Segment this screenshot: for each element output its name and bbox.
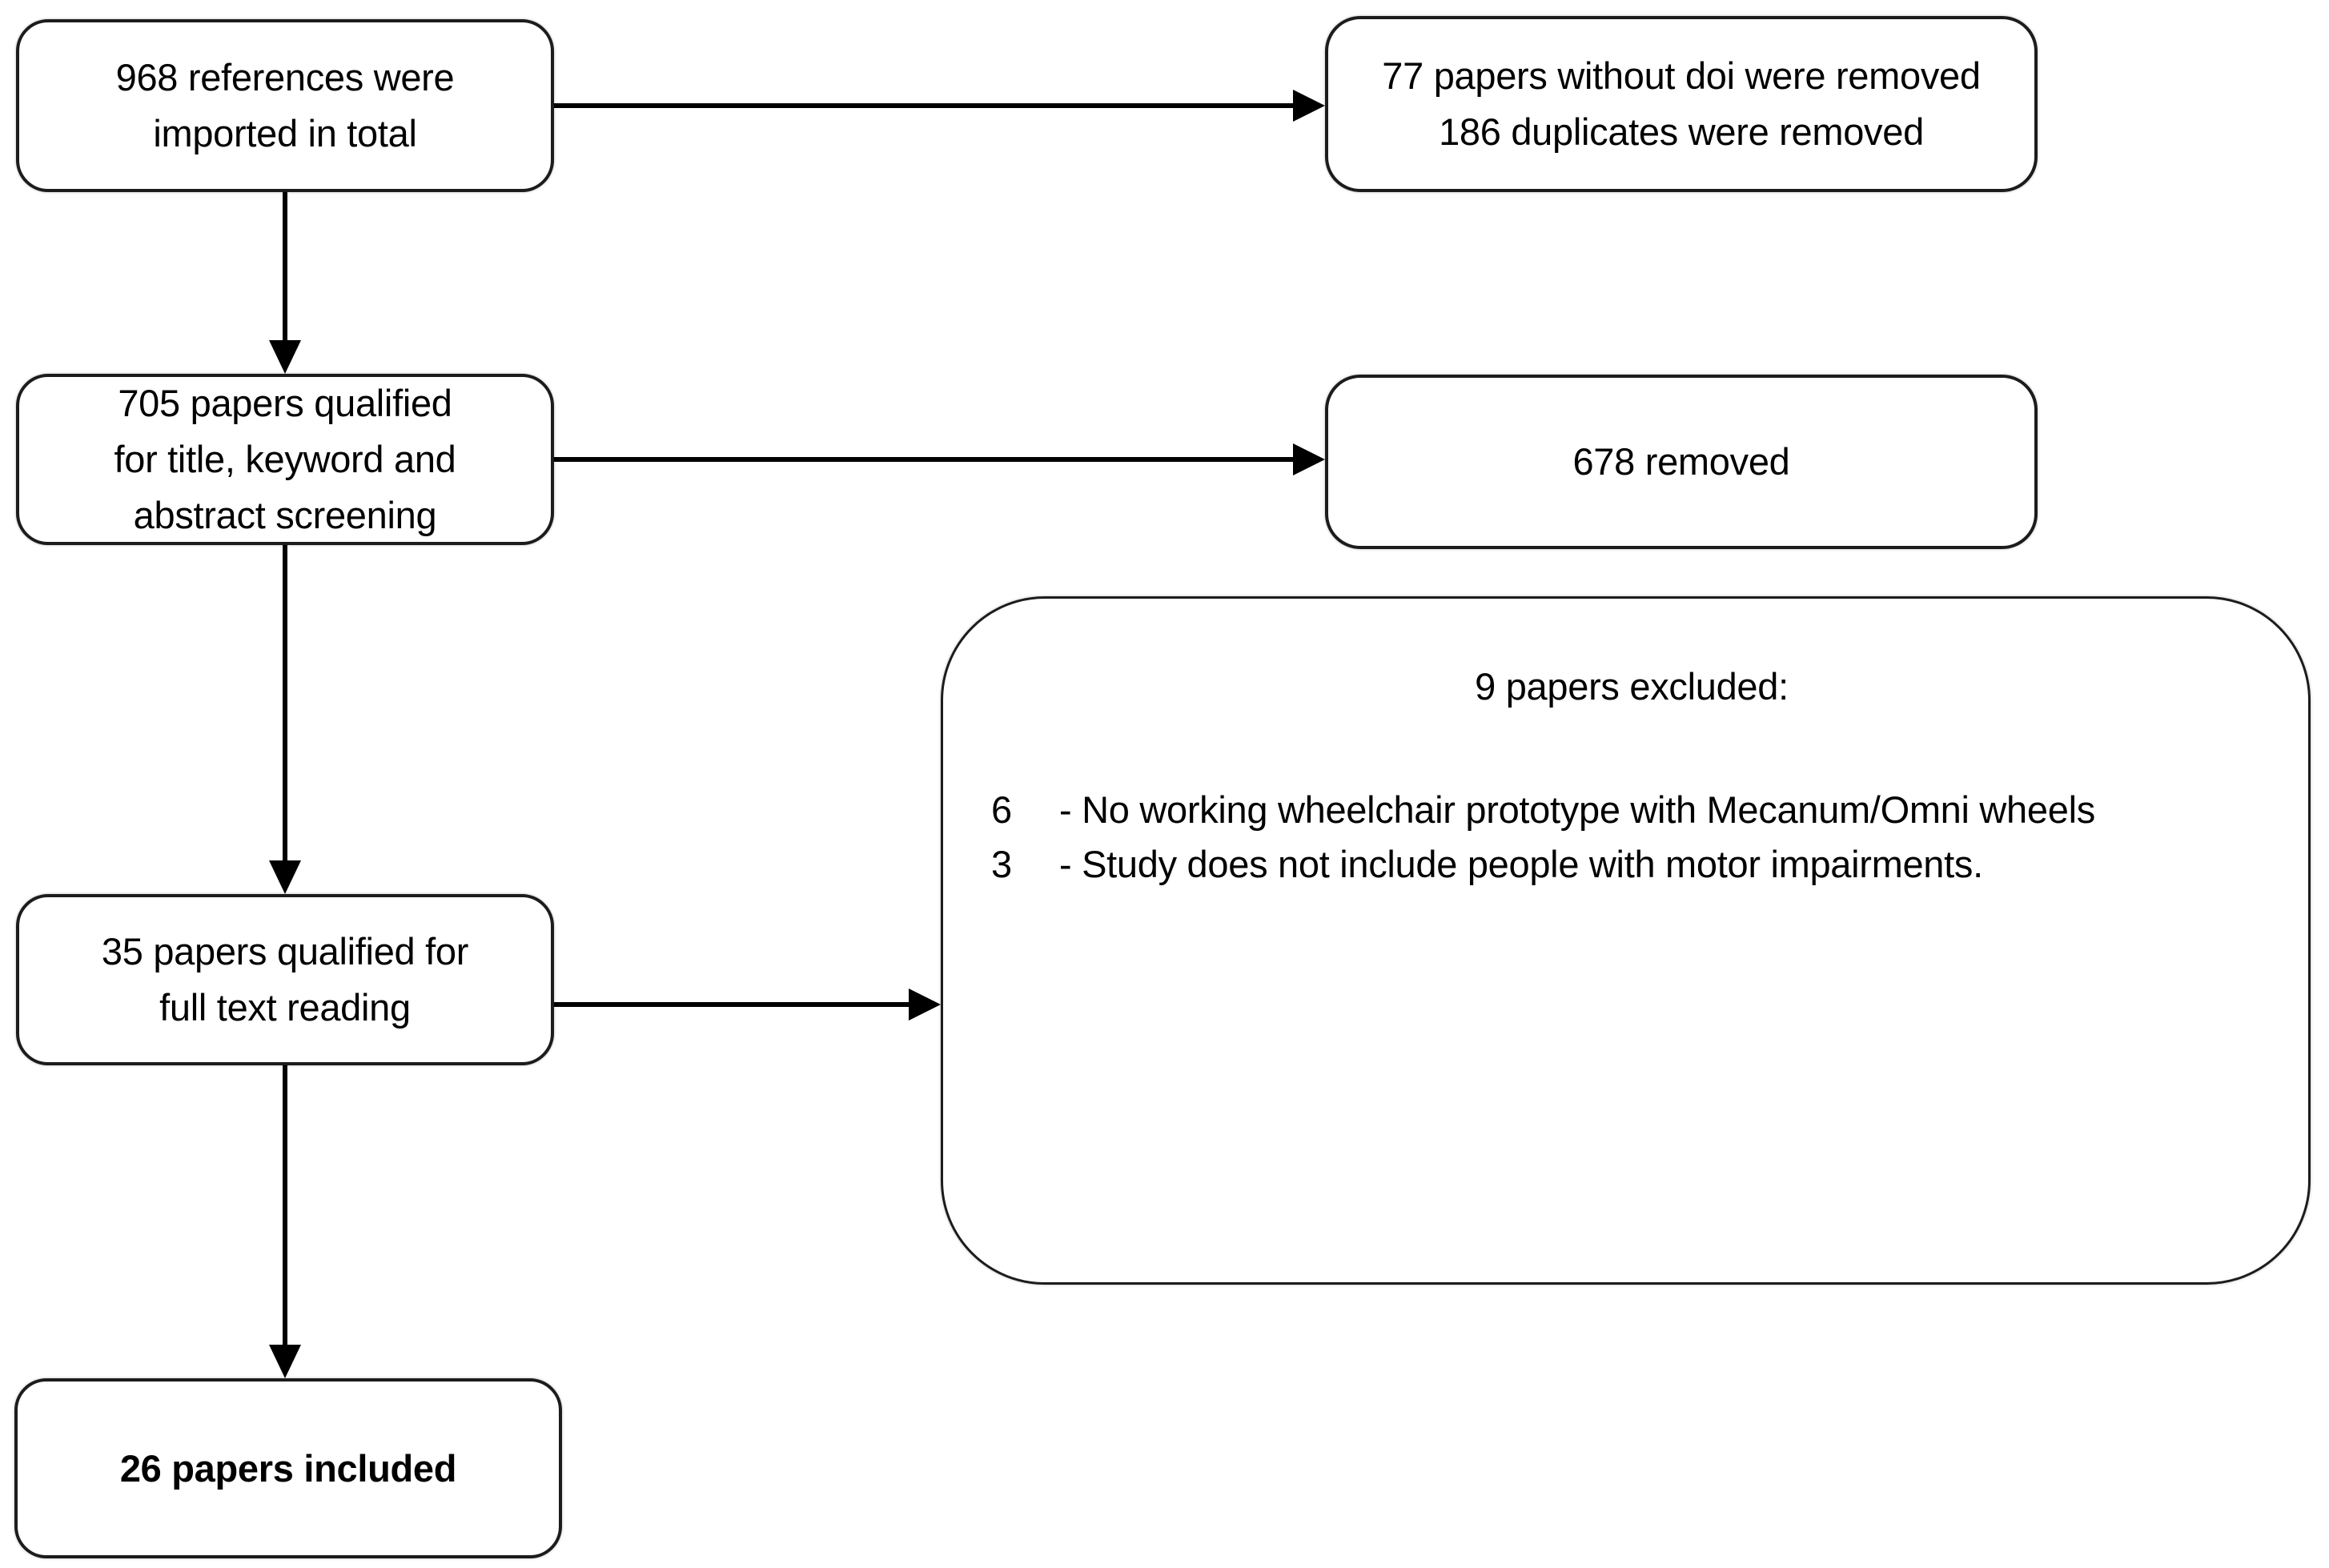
box-papers-excluded: 9 papers excluded: 6 - No working wheelc… [941,596,2311,1285]
papers-excluded-item: 6 - No working wheelchair prototype with… [991,783,2272,837]
arrowhead-right-icon [1293,443,1325,475]
arrow-line [283,192,287,342]
box-full-text-reading-line2: full text reading [159,986,411,1029]
box-title-keyword-abstract-screening: 705 papers qualified for title, keyword … [16,374,554,545]
papers-excluded-list: 6 - No working wheelchair prototype with… [991,783,2272,892]
arrow-line [283,1065,287,1345]
box-screening-removed: 678 removed [1325,375,2038,549]
box-papers-included-line1: 26 papers included [119,1446,457,1490]
arrowhead-down-icon [269,1345,301,1378]
papers-excluded-title: 9 papers excluded: [1475,665,1789,708]
box-screening-removed-line1: 678 removed [1572,440,1790,483]
box-screening-line1: 705 papers qualified [118,382,452,424]
papers-excluded-item-reason: - Study does not include people with mot… [1059,843,1983,885]
arrowhead-right-icon [909,989,941,1021]
box-screening-line3: abstract screening [133,494,437,536]
box-doi-duplicates-removed: 77 papers without doi were removed 186 d… [1325,16,2038,192]
arrowhead-right-icon [1293,90,1325,122]
papers-excluded-item-reason: - No working wheelchair prototype with M… [1059,788,2095,831]
box-screening-line2: for title, keyword and [114,438,456,480]
arrow-line [554,1002,909,1007]
papers-excluded-item-count: 3 [991,843,1012,885]
box-papers-included: 26 papers included [14,1378,562,1558]
box-doi-duplicates-removed-line2: 186 duplicates were removed [1439,110,1924,153]
arrowhead-down-icon [269,340,301,374]
box-doi-duplicates-removed-line1: 77 papers without doi were removed [1382,54,1981,97]
arrow-line [283,545,287,861]
box-references-imported-line2: imported in total [153,112,417,154]
box-full-text-reading: 35 papers qualified for full text readin… [16,894,554,1065]
box-references-imported: 968 references were imported in total [16,19,554,192]
box-references-imported-line1: 968 references were [115,56,455,98]
arrow-line [554,103,1293,108]
papers-excluded-item: 3 - Study does not include people with m… [991,837,2272,892]
arrowhead-down-icon [269,860,301,894]
box-full-text-reading-line1: 35 papers qualified for [101,930,469,972]
papers-excluded-item-count: 6 [991,788,1012,831]
arrow-line [554,457,1293,462]
